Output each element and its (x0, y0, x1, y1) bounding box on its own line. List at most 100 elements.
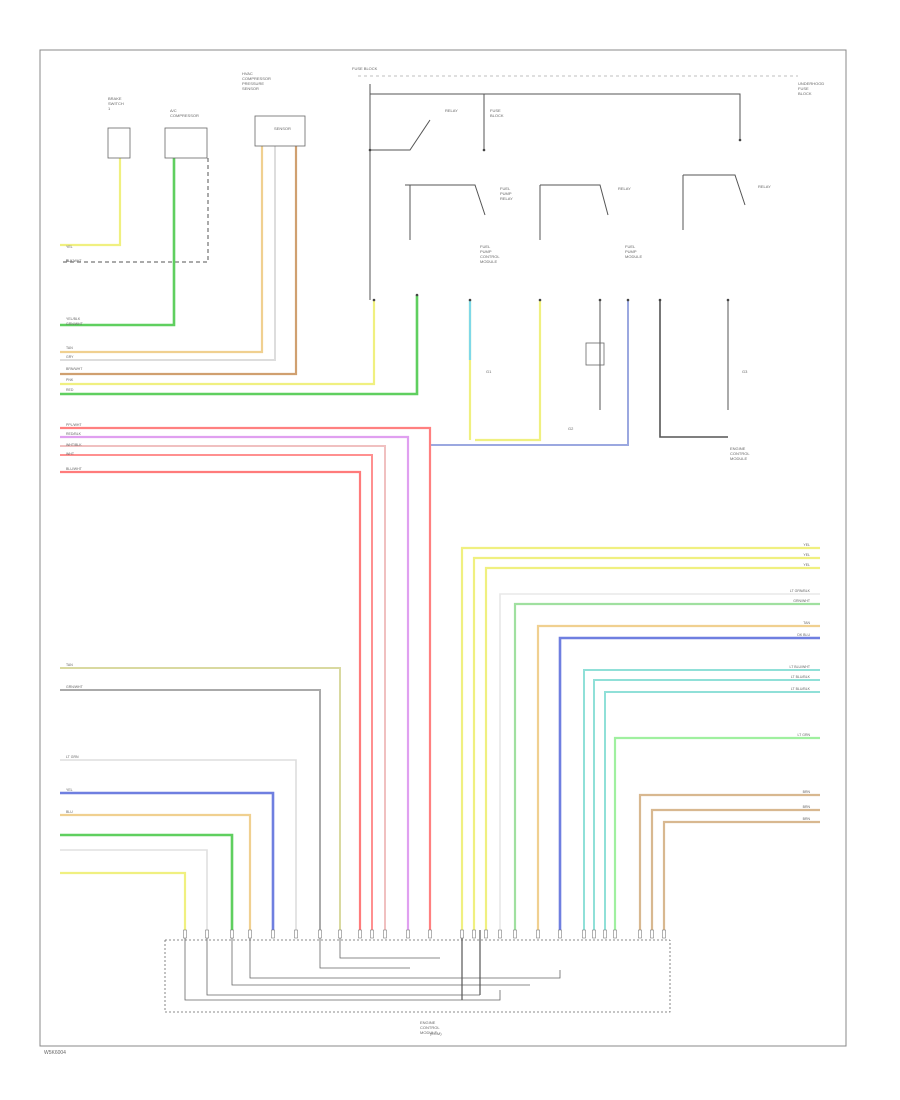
wire-lt-grn (60, 849, 208, 930)
right-wire-label: LT GRN/BLK (790, 589, 811, 593)
left-wire-label: BLK (66, 259, 73, 263)
ground-1-label: G1 (486, 369, 492, 374)
wire-yel-4 (475, 300, 542, 442)
relay-1-label: RELAY (445, 108, 458, 113)
bus-wire (370, 93, 741, 140)
right-wire-label: TAN (803, 621, 810, 625)
right-wire-label: BRN (803, 805, 811, 809)
fuse-block-label: FUSE BLOCK (352, 66, 378, 71)
wire-yel-2 (60, 300, 376, 386)
pin-marker (603, 929, 607, 939)
pin-marker (460, 929, 464, 939)
connector-dot (468, 298, 472, 302)
pressure-sensor-body-label: SENSOR (274, 126, 291, 131)
relay-2-label: PUMP (500, 191, 512, 196)
ecm-internal (184, 930, 501, 1001)
wire-red-blk-light (60, 445, 386, 930)
wire-purple (430, 300, 629, 446)
ecm-label: CONTROL (420, 1025, 440, 1030)
ground-3-label: G3 (742, 369, 748, 374)
pin-marker (498, 929, 502, 939)
ecm-internal (249, 930, 561, 979)
ecm-internal (339, 930, 440, 959)
right-wire-label: LT GRN (797, 733, 810, 737)
relay-2-label: RELAY (500, 196, 513, 201)
right-wire-label: LT BLU/BLK (791, 687, 811, 691)
pin-marker (582, 929, 586, 939)
wire-yel-r2 (472, 556, 820, 930)
wire-yel-r3 (484, 566, 820, 930)
brake-switch-label: BRAKE (108, 96, 122, 101)
pin-marker (650, 929, 654, 939)
left-wire-label: LT GRN (66, 755, 79, 759)
pin-marker (318, 929, 322, 939)
right-wire-label: YEL (803, 553, 810, 557)
relay-3-label: RELAY (618, 186, 631, 191)
pin-marker (271, 929, 275, 939)
wire-wht (60, 759, 297, 930)
pin-marker (230, 929, 234, 939)
connector-dot (726, 298, 730, 302)
relay-4-contact (683, 174, 746, 206)
wire-layer (60, 75, 820, 1013)
fuel-pump-module-label: FUEL (625, 244, 636, 249)
pin-marker (183, 929, 187, 939)
pressure-sensor-box (254, 115, 306, 147)
pin-marker (358, 929, 362, 939)
fuel-pump-module-label: MODULE (625, 254, 642, 259)
pressure-sensor-label: PRESSURE (242, 81, 264, 86)
wire-tan-2 (60, 667, 341, 930)
wire-lt-grn-blk (499, 593, 820, 930)
pin-marker (613, 929, 617, 939)
wire-blk-ground (659, 300, 728, 438)
wire-gry-2 (60, 689, 321, 930)
brake-switch-box (107, 127, 131, 159)
wire-yel-r1 (460, 546, 820, 930)
brake-switch-label: 1 (108, 106, 111, 111)
ecm-sub-label: (ECM) (430, 1031, 442, 1036)
left-wire-label: GRN/WHT (66, 685, 84, 689)
ac-compressor-label: A/C (170, 108, 177, 113)
right-wire-label: LT BLU/WHT (790, 665, 811, 669)
ecm-box (164, 940, 671, 1013)
wire-gry (60, 146, 276, 361)
wire-lt-grn-r (613, 736, 820, 930)
pin-marker (513, 929, 517, 939)
wire-lt-blu-blk (593, 679, 820, 930)
connector-dot (626, 298, 630, 302)
right-wire-label: BRN (803, 790, 811, 794)
wire-red-blk (60, 470, 362, 930)
pin-marker (592, 929, 596, 939)
fuse-label: FUSE (490, 108, 501, 113)
ecm-label: MODULE (420, 1030, 437, 1035)
component-layer (107, 115, 742, 939)
left-wire-label: YEL (66, 245, 73, 249)
ecm-internal (206, 930, 480, 996)
pin-marker (338, 929, 342, 939)
ecm-internal (319, 930, 410, 969)
pin-marker (406, 929, 410, 939)
wire-red-2 (60, 454, 373, 930)
relay-1-contact (370, 119, 431, 151)
fuel-pump-control-label: CONTROL (480, 254, 500, 259)
connector-dot (415, 293, 419, 297)
left-wire-label: BRN/WHT (66, 367, 83, 371)
connector-dot (372, 298, 376, 302)
pin-marker (472, 929, 476, 939)
wire-brn-r1 (638, 793, 820, 930)
pressure-sensor-label: HVAC (242, 71, 253, 76)
brake-switch-label: SWITCH (108, 101, 124, 106)
relay-3-contact (540, 184, 609, 216)
wire-brn-wht (60, 146, 298, 376)
left-wire-label: WHT/BLK (66, 443, 82, 447)
ecm-internal (231, 930, 530, 986)
wire-yel-brake (60, 158, 122, 247)
wire-blk-wht-dashed (60, 158, 209, 263)
right-wire-label: DK BLU (797, 633, 810, 637)
left-wire-label: PPL/WHT (66, 423, 82, 427)
left-wire-label: YEL (66, 788, 73, 792)
wire-grn-wht-r (513, 602, 820, 930)
wire-tan-r (536, 624, 820, 930)
right-wire-label: BRN (803, 817, 811, 821)
